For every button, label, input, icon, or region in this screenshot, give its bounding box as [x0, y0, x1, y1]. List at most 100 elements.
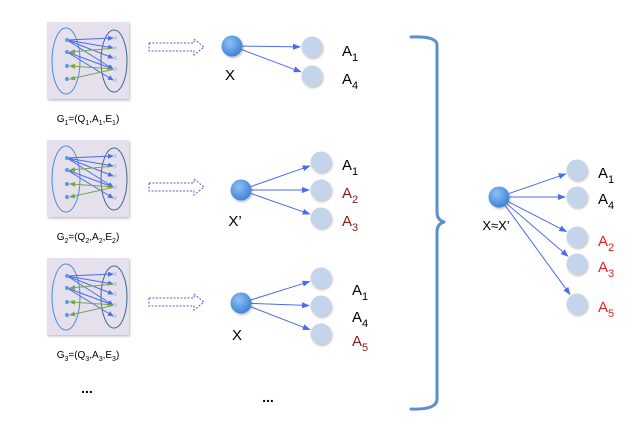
question-dot	[65, 182, 69, 186]
question-dot	[65, 168, 69, 172]
feedback-edge	[69, 68, 116, 81]
label-base: A	[342, 43, 352, 60]
caption-text: G	[57, 114, 65, 125]
caption-subscript: 3	[64, 356, 68, 363]
answer-label: A1	[342, 157, 358, 178]
query-edge	[66, 157, 114, 188]
label-subscript: 4	[352, 80, 358, 92]
label-subscript: 1	[352, 52, 358, 64]
caption-text: G	[57, 232, 65, 243]
question-set-ellipse	[51, 145, 81, 213]
graph-thumbnail: G1=(Q1,A1,E1)	[47, 22, 129, 127]
answer-label: A1	[342, 43, 358, 64]
source-node	[221, 35, 243, 57]
question-dot	[65, 50, 69, 54]
answer-label: A4	[342, 71, 358, 92]
question-dot	[65, 156, 69, 160]
merged-source-label: X≈X’	[482, 218, 509, 233]
query-edge	[66, 275, 114, 306]
left-ellipsis: ...	[81, 380, 93, 396]
label-base: A	[342, 213, 352, 230]
caption-subscript: 1	[99, 120, 103, 127]
label-base: A	[342, 71, 352, 88]
caption-text: ,E	[103, 232, 113, 243]
caption-text: ,E	[103, 350, 113, 361]
caption-subscript: 2	[85, 238, 89, 245]
label-subscript: 2	[608, 242, 614, 254]
merged-answer-label: A2	[598, 233, 614, 254]
feedback-edge	[69, 304, 116, 317]
source-label: X	[225, 67, 235, 84]
question-dot	[65, 313, 69, 317]
answer-dot	[113, 164, 117, 168]
label-base: A	[598, 259, 608, 276]
feedback-edge	[69, 299, 116, 306]
transform-arrow-icon	[148, 37, 205, 57]
answer-node	[310, 295, 332, 317]
answer-dot	[113, 272, 117, 276]
caption-text: G	[57, 350, 65, 361]
question-dot	[65, 195, 69, 199]
query-edge	[66, 271, 114, 277]
merged-source-node	[488, 186, 510, 208]
graph-caption: G1=(Q1,A1,E1)	[57, 114, 120, 127]
caption-subscript: 3	[85, 356, 89, 363]
label-subscript: 3	[352, 222, 358, 234]
thumbnail-background	[47, 258, 129, 335]
question-dot	[65, 300, 69, 304]
source-node	[230, 292, 252, 314]
answer-edge	[240, 280, 311, 304]
answer-label: A5	[352, 333, 368, 354]
answer-label: A1	[352, 282, 368, 303]
merge-brace	[409, 35, 446, 411]
query-edge	[66, 275, 114, 295]
feedback-edge	[69, 181, 116, 188]
merged-answer-label: A5	[598, 299, 614, 320]
label-base: A	[598, 165, 608, 182]
answer-edge	[231, 43, 302, 50]
label-base: A	[352, 309, 362, 326]
label-subscript: 4	[362, 318, 368, 330]
label-base: A	[342, 185, 352, 202]
label-base: A	[352, 333, 362, 350]
answer-dot	[113, 196, 117, 200]
caption-subscript: 1	[112, 120, 116, 127]
answer-dot	[113, 46, 117, 50]
query-edge	[66, 51, 114, 81]
transform-arrow-icon	[148, 177, 205, 197]
answer-dot	[113, 282, 117, 286]
answer-dot	[113, 36, 117, 40]
answer-node	[310, 323, 332, 345]
merged-answer-edge	[498, 196, 571, 296]
merged-answer-edge	[498, 196, 568, 232]
answer-edge	[240, 302, 311, 309]
graph-thumbnail: G2=(Q2,A2,E2)	[47, 140, 129, 245]
thumbnail-background	[47, 140, 129, 217]
caption-subscript: 3	[112, 356, 116, 363]
query-edge	[66, 169, 114, 188]
answer-dot	[113, 56, 117, 60]
label-subscript: 1	[352, 166, 358, 178]
thumbnail-background	[47, 22, 129, 99]
answer-label: A4	[352, 309, 368, 330]
answer-label: A3	[342, 213, 358, 234]
caption-text: ,E	[103, 114, 113, 125]
query-edge	[66, 287, 114, 317]
query-edge	[66, 157, 114, 177]
merged-answer-label: A4	[598, 191, 614, 212]
caption-text: ,A	[89, 350, 99, 361]
query-edge	[66, 39, 114, 59]
caption-text: )	[116, 232, 119, 243]
merged-answer-edge	[498, 173, 567, 198]
label-base: A	[352, 282, 362, 299]
answer-edge	[240, 165, 311, 191]
question-dot	[65, 286, 69, 290]
transform-arrow-icon	[148, 292, 205, 312]
caption-subscript: 2	[112, 238, 116, 245]
caption-subscript: 1	[64, 120, 68, 127]
label-base: A	[342, 157, 352, 174]
feedback-edge	[69, 47, 116, 55]
question-set-ellipse	[51, 263, 81, 331]
